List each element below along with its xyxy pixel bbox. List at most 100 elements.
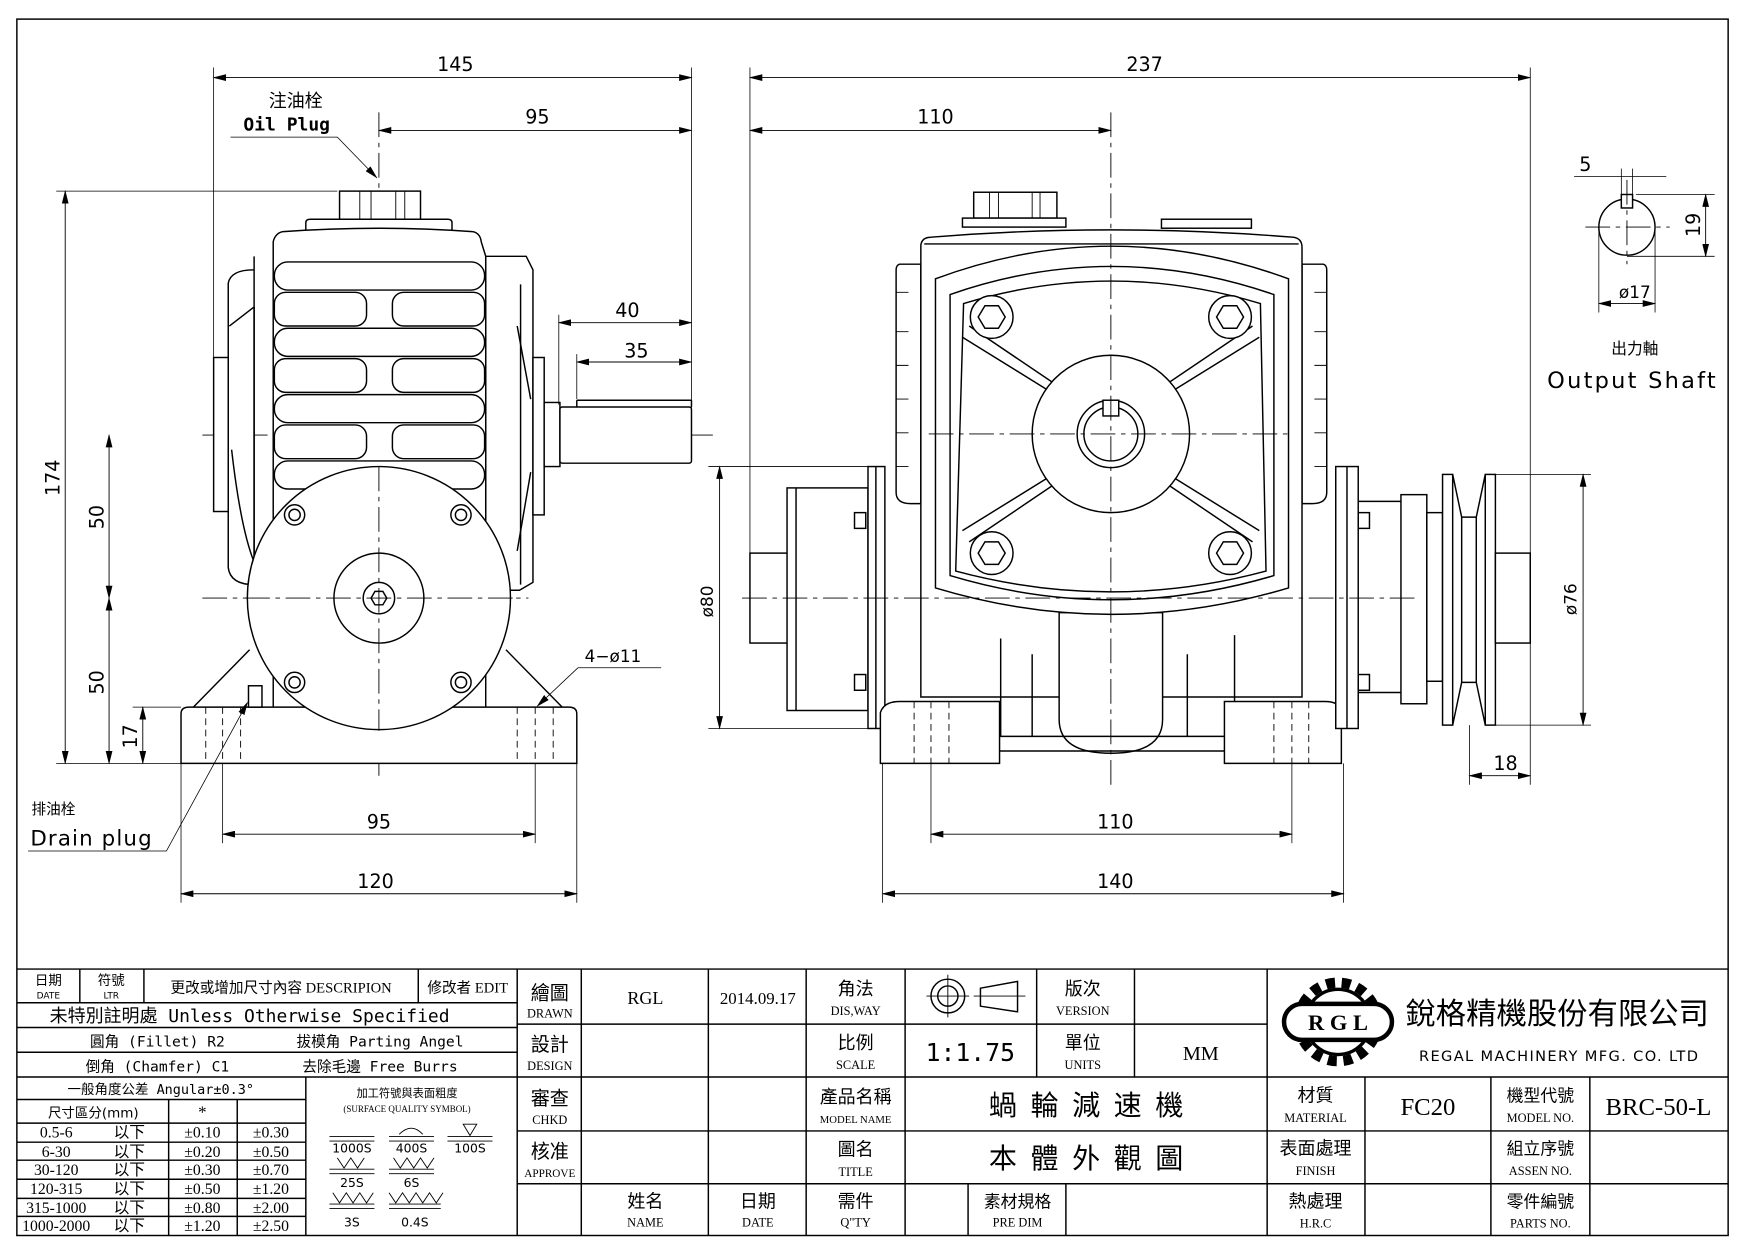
- model-name-label-zh: 產品名稱: [820, 1087, 892, 1108]
- tol-value: ±1.20: [184, 1218, 220, 1235]
- parts-no-label-en: PARTS NO.: [1510, 1217, 1571, 1231]
- tol-value: ±2.50: [253, 1218, 289, 1235]
- title-value: 本體外觀圖: [989, 1142, 1197, 1175]
- oil-plug-label-zh: 注油栓: [269, 91, 323, 112]
- parting-spec: 拔模角 Parting Angel: [297, 1034, 464, 1051]
- units-label-en: UNITS: [1065, 1058, 1102, 1072]
- chamfer-spec: 倒角 (Chamfer) C1: [86, 1058, 230, 1075]
- company-name-zh: 銳格精機股份有限公司: [1405, 997, 1708, 1032]
- tol-below: 以下: [114, 1218, 145, 1235]
- model-no-label-zh: 機型代號: [1507, 1086, 1575, 1106]
- footer-predim-zh: 素材規格: [984, 1191, 1052, 1211]
- surface-symbol-label: 400S: [396, 1141, 428, 1155]
- surface-symbol-label: 1000S: [332, 1141, 371, 1155]
- dim-mount-holes: 4−ø11: [585, 646, 642, 666]
- dim-key-width: 5: [1579, 153, 1591, 176]
- material-value: FC20: [1400, 1094, 1455, 1121]
- tol-value: ±0.30: [184, 1162, 220, 1179]
- model-name-label-en: MODEL NAME: [820, 1114, 892, 1126]
- tol-value: ±0.50: [253, 1144, 289, 1161]
- angular-tolerance: 一般角度公差 Angular±0.3°: [68, 1082, 254, 1098]
- surface-symbol-label: 25S: [340, 1176, 364, 1190]
- role-approve: 核准 APPROVE: [524, 1140, 575, 1180]
- version-label-en: VERSION: [1056, 1004, 1110, 1018]
- tol-header-star: *: [198, 1102, 206, 1121]
- role-label-en: DESIGN: [527, 1059, 572, 1073]
- tol-value: ±0.10: [184, 1125, 220, 1142]
- drawn-by-name: RGL: [627, 988, 663, 1008]
- scale-label-zh: 比例: [838, 1033, 874, 1054]
- burrs-spec: 去除毛邊 Free Burrs: [302, 1058, 457, 1075]
- title-block: 日期 DATE 符號 LTR 更改或增加尺寸內容 DESCRIPION 修改者 …: [16, 968, 1729, 1236]
- tol-range: 6-30: [42, 1144, 71, 1161]
- cover-bolt: [1207, 294, 1253, 340]
- title-label-zh: 圖名: [838, 1140, 874, 1161]
- role-label-en: CHKD: [532, 1113, 567, 1127]
- dim-pulley-dia: ø76: [1560, 583, 1580, 615]
- first-angle-projection-symbol: [926, 974, 1026, 1018]
- tol-value: ±0.30: [253, 1125, 289, 1142]
- model-name-value: 蝸輪減速機: [989, 1089, 1197, 1122]
- tol-range: 30-120: [34, 1162, 79, 1179]
- tol-value: ±0.20: [184, 1144, 220, 1161]
- drain-plug: [247, 685, 263, 708]
- company-name-en: REGAL MACHINERY MFG. CO. LTD: [1419, 1048, 1699, 1065]
- tol-below: 以下: [114, 1181, 145, 1198]
- front-view: 237 110 ø80 ø76 18 110 140: [697, 53, 1591, 903]
- dim-center-offset: 110: [917, 106, 953, 129]
- flange-bolt: [283, 504, 306, 526]
- hrc-label-en: H.R.C: [1300, 1217, 1332, 1231]
- tol-value: ±2.00: [253, 1200, 289, 1217]
- units-label-zh: 單位: [1065, 1033, 1101, 1054]
- output-shaft-detail: 5 19 ø17 出力軸 Output Shaft: [1547, 153, 1716, 394]
- scale-value: 1:1.75: [926, 1038, 1015, 1067]
- surface-symbols: 加工符號與表面粗度 (SURFACE QUALITY SYMBOL) 1000S…: [329, 1086, 493, 1230]
- surface-symbol-label: 100S: [454, 1141, 486, 1155]
- title-label-en: TITLE: [838, 1165, 872, 1179]
- dim-shaft-diameter: ø17: [1619, 282, 1651, 302]
- company-logo: R G L: [1281, 977, 1395, 1067]
- dim-key-height: 19: [1682, 213, 1705, 237]
- housing-fins: [895, 263, 1328, 505]
- finish-label-en: FINISH: [1296, 1164, 1336, 1178]
- units-value: MM: [1183, 1043, 1219, 1065]
- cover-bolt: [1207, 531, 1253, 576]
- role-label-en: APPROVE: [524, 1168, 575, 1180]
- role-drawn: 繪圖 DRAWN: [527, 981, 573, 1020]
- drain-plug-label-en: Drain plug: [30, 826, 152, 851]
- tol-range: 315-1000: [26, 1200, 86, 1217]
- housing-left-cover: [227, 256, 255, 586]
- footer-name-zh: 姓名: [627, 1191, 663, 1212]
- dim-upper-center: 50: [85, 505, 108, 529]
- role-label-en: DRAWN: [527, 1006, 573, 1020]
- rev-description-header: 更改或增加尺寸內容 DESCRIPION: [170, 980, 392, 997]
- tol-value: ±0.70: [253, 1162, 289, 1179]
- dim-oil-plug-offset: 95: [525, 106, 549, 129]
- footer-predim-en: PRE DIM: [993, 1216, 1043, 1230]
- dim-bolt-spacing: 95: [367, 811, 391, 834]
- role-label-zh: 繪圖: [531, 981, 569, 1004]
- fillet-spec: 圓角 (Fillet) R2: [90, 1034, 225, 1051]
- tol-below: 以下: [114, 1144, 145, 1161]
- rev-editor-header: 修改者 EDIT: [427, 980, 508, 997]
- dim-overall-length: 145: [437, 53, 473, 76]
- projection-label-zh: 角法: [838, 979, 874, 1000]
- dimensions-front: 237 110 ø80 ø76 18 110 140: [697, 53, 1591, 903]
- pulley-assembly: [1335, 465, 1531, 730]
- dim-base-width: 120: [357, 870, 393, 893]
- oil-plug: [305, 190, 453, 232]
- oil-plug-label-en: Oil Plug: [243, 114, 330, 135]
- tol-value: ±0.80: [184, 1200, 220, 1217]
- dim-shaft-length: 40: [615, 299, 639, 322]
- tol-value: ±1.20: [253, 1181, 289, 1198]
- footer-date-zh: 日期: [740, 1191, 776, 1212]
- role-label-zh: 核准: [531, 1140, 569, 1163]
- dimensions-side: 145 95 40 35 174 50 50 17 95 120 4−ø11: [42, 53, 693, 903]
- drawn-date: 2014.09.17: [720, 989, 796, 1008]
- tol-range: 120-315: [30, 1181, 83, 1198]
